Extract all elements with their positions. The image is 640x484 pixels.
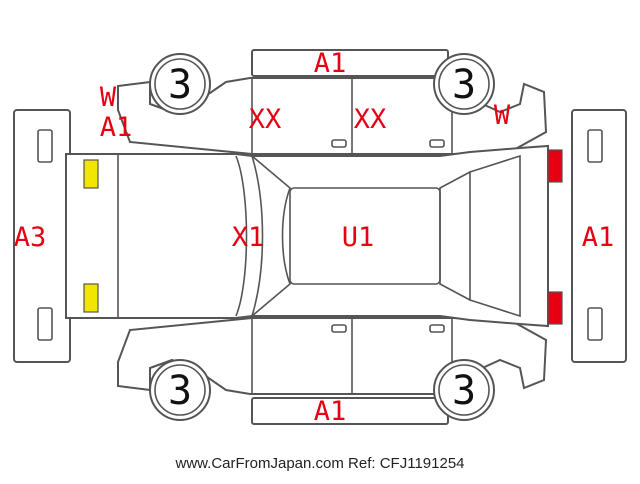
tire-front-right: 3 [149, 359, 211, 421]
tire-grade: 3 [452, 368, 476, 414]
left-taillight-marker [547, 149, 563, 183]
damage-label-rear-door: XX [354, 104, 387, 135]
rear-bumper-panel [571, 109, 627, 363]
damage-label-rocker: A1 [314, 396, 347, 427]
damage-label-rear-pillar-w: W [494, 100, 511, 131]
right-taillight-marker [547, 291, 563, 325]
damage-label-front-pillar-w: W [100, 82, 117, 113]
tire-grade: 3 [168, 62, 192, 108]
tire-rear-right: 3 [433, 359, 495, 421]
windshield [250, 153, 291, 319]
damage-label-rear-bumper: A1 [582, 222, 615, 253]
car-body-top-view [65, 144, 549, 328]
reference-footer: www.CarFromJapan.com Ref: CFJ1191254 [175, 455, 465, 472]
damage-label-front-bumper: A3 [14, 222, 47, 253]
right-headlight-marker [83, 283, 99, 313]
damage-label-front-pillar-a1: A1 [100, 112, 133, 143]
left-headlight-marker [83, 159, 99, 189]
tire-grade: 3 [452, 62, 476, 108]
damage-label-roof-rail: A1 [314, 48, 347, 79]
tire-front-left: 3 [149, 53, 211, 115]
tire-rear-left: 3 [433, 53, 495, 115]
damage-label-hood: X1 [232, 222, 265, 253]
roof-rail-panel [251, 49, 449, 77]
tire-grade: 3 [168, 368, 192, 414]
damage-label-roof: U1 [342, 222, 375, 253]
rocker-panel [251, 397, 449, 425]
damage-label-front-door: XX [249, 104, 282, 135]
